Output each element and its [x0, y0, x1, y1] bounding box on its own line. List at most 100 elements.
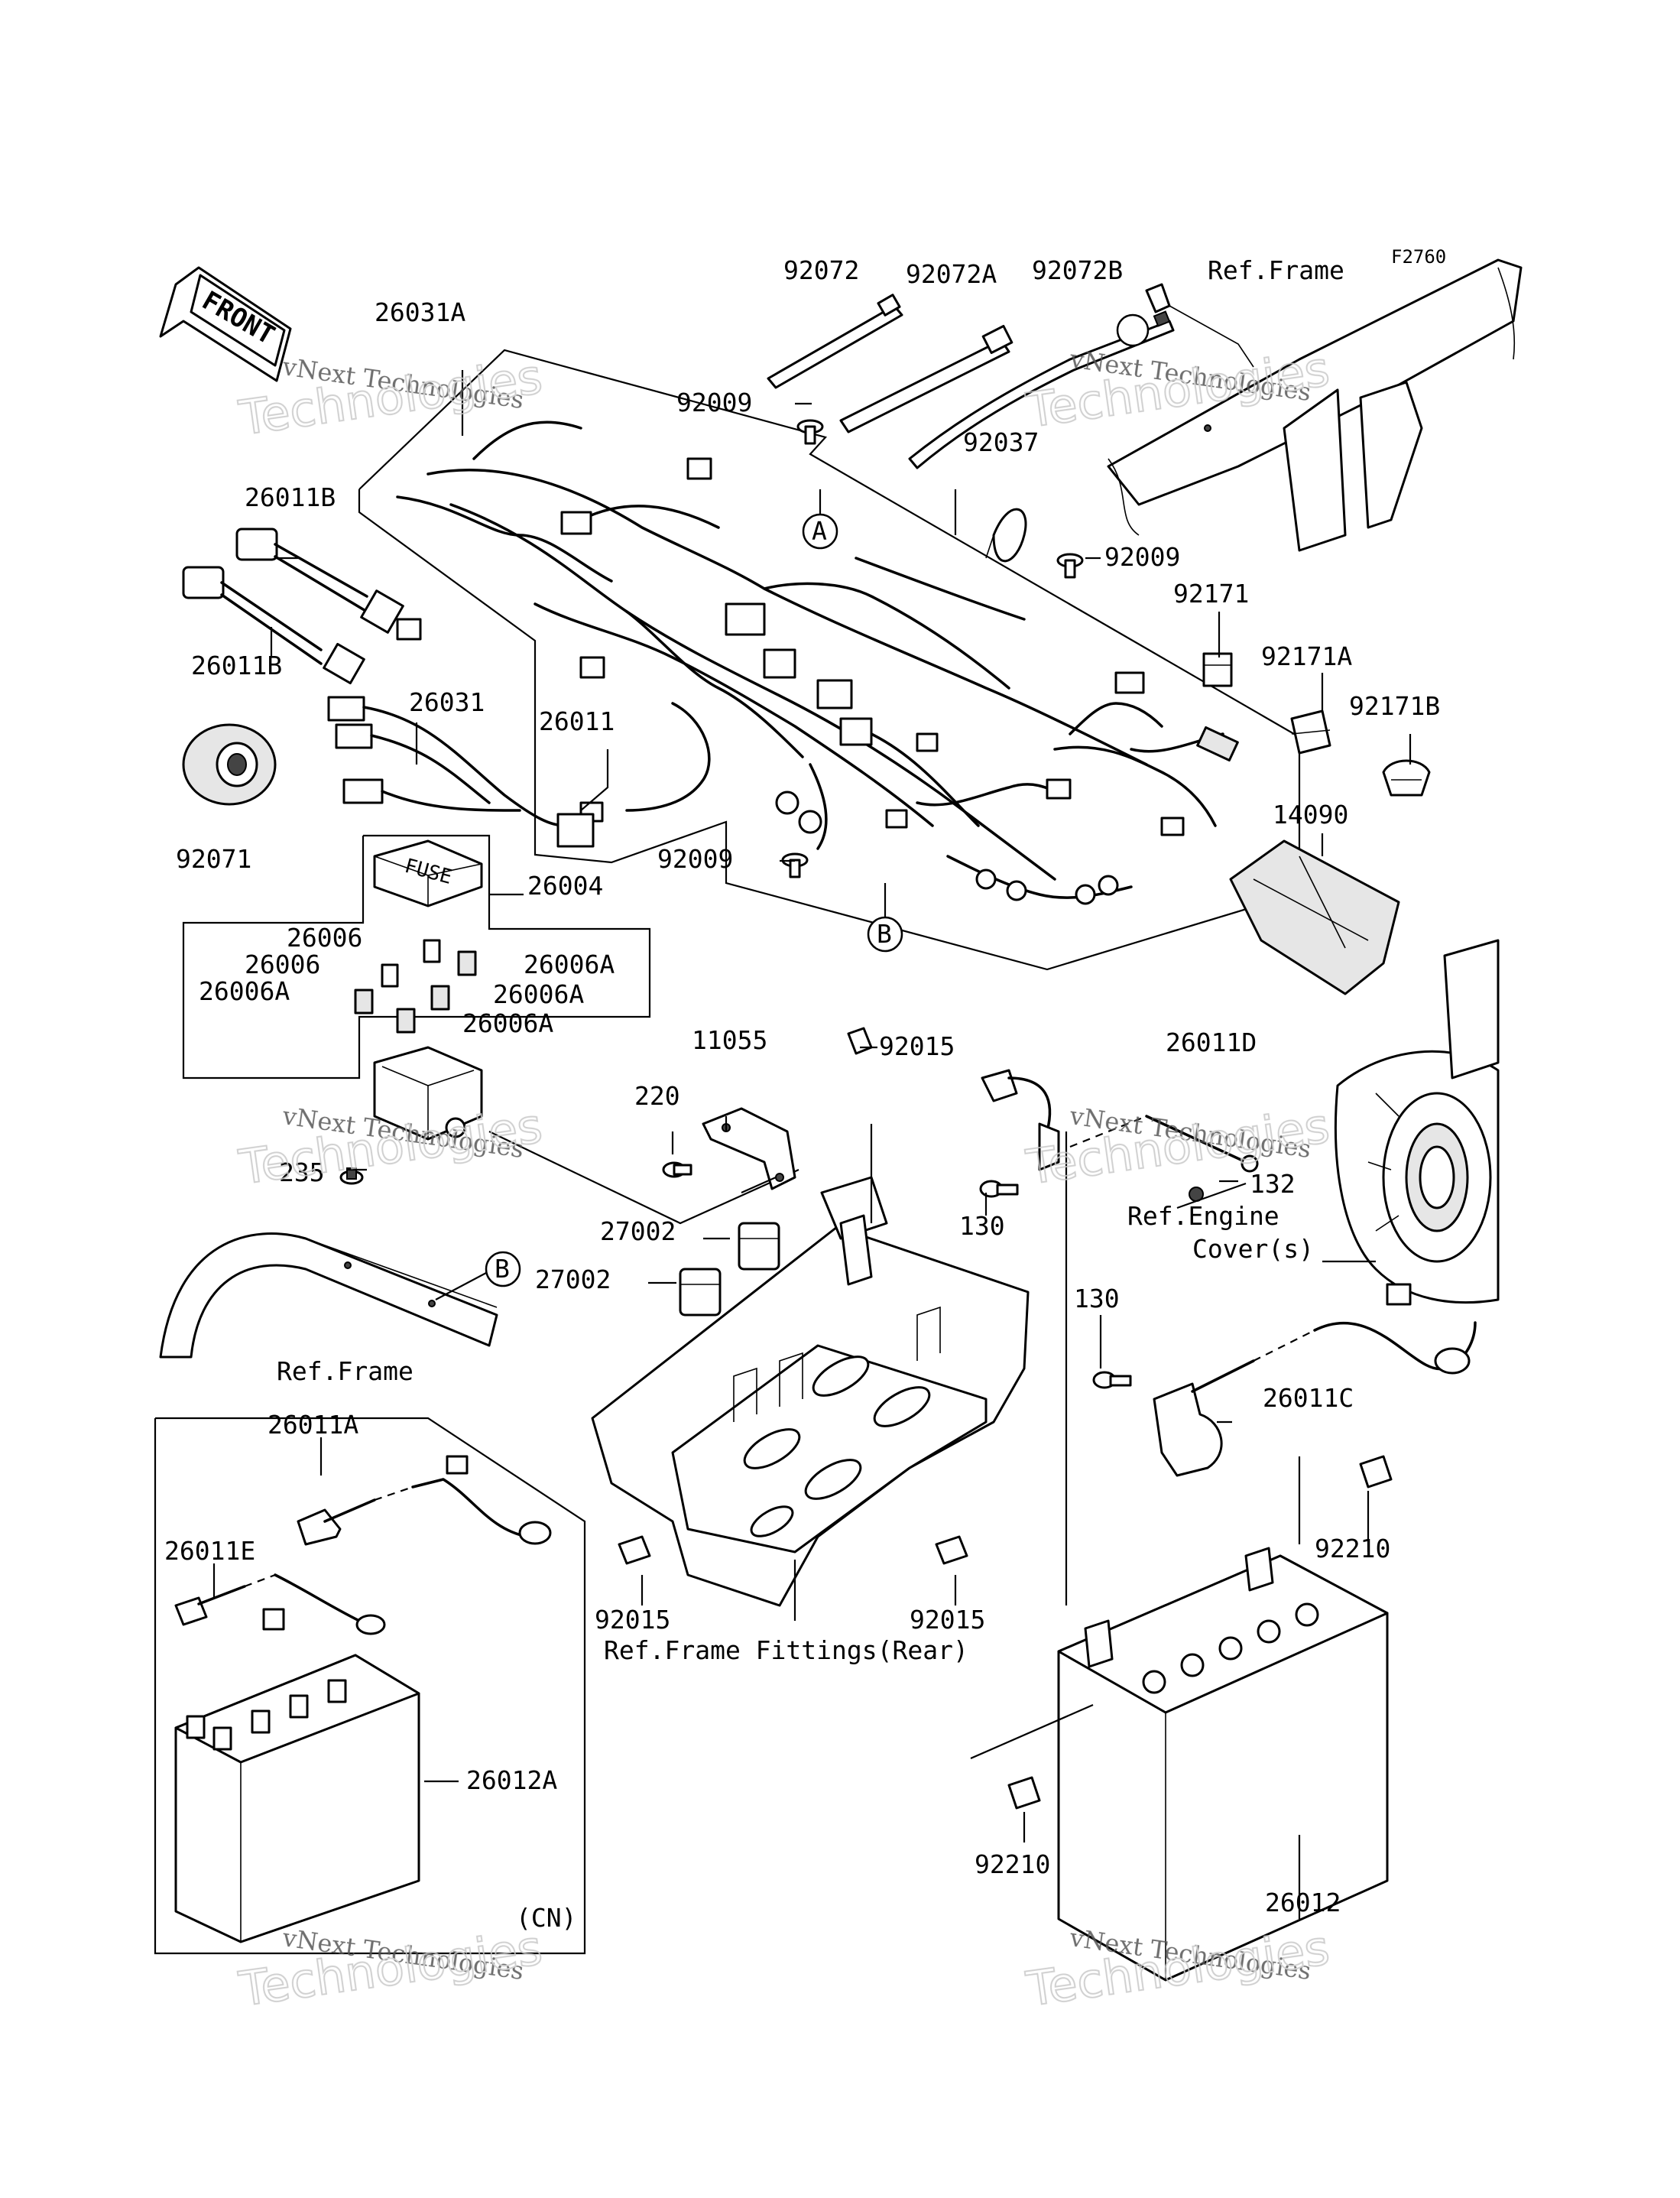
screw-235: [339, 1167, 364, 1185]
sub-harness-26011B-upper: [235, 528, 422, 641]
label-26011A: 26011A: [268, 1410, 358, 1440]
label-26011B-lower: 26011B: [191, 651, 282, 680]
label-26006A-b: 26006A: [199, 976, 290, 1006]
screw-92009-c: [781, 852, 809, 878]
label-26011E: 26011E: [164, 1536, 255, 1566]
fuse-box-outline: [182, 834, 651, 1080]
svg-text:B: B: [495, 1254, 510, 1284]
label-ref-cover: Cover(s): [1192, 1234, 1314, 1264]
nut-92210-left: [1007, 1776, 1041, 1810]
label-27002-a: 27002: [600, 1216, 676, 1246]
callout-a-frame: [1116, 313, 1150, 347]
lead-26011C: [1153, 1283, 1477, 1477]
clip-92171A: [1290, 709, 1331, 755]
callout-b: B: [867, 883, 903, 953]
label-92171: 92171: [1173, 579, 1249, 609]
sub-harness-26011B-lower: [182, 566, 365, 685]
nut-92015-right: [935, 1535, 968, 1565]
label-cn: (CN): [516, 1903, 576, 1933]
label-26006-b: 26006: [245, 950, 320, 979]
label-235: 235: [279, 1157, 325, 1187]
label-132: 132: [1250, 1169, 1296, 1199]
label-26011D: 26011D: [1166, 1028, 1257, 1057]
label-130-a: 130: [959, 1211, 1005, 1241]
label-26011C: 26011C: [1263, 1383, 1354, 1413]
label-92210-b: 92210: [975, 1849, 1050, 1879]
fuse-cover-26004: FUSE: [373, 839, 483, 907]
lead-26011A: [297, 1455, 552, 1546]
relay-27002-a: [738, 1222, 780, 1271]
figure-id: F2760: [1391, 246, 1446, 268]
label-27002-b: 27002: [535, 1265, 611, 1294]
svg-text:A: A: [812, 516, 827, 546]
label-92210-a: 92210: [1315, 1534, 1390, 1563]
engine-cover: [1334, 939, 1500, 1304]
label-14090: 14090: [1273, 800, 1348, 830]
main-wiring-harness: [396, 420, 1239, 905]
label-26006A-d: 26006A: [462, 1008, 553, 1038]
label-11055: 11055: [692, 1025, 767, 1055]
clip-92171: [1202, 652, 1233, 687]
label-92015-b: 92015: [595, 1605, 670, 1635]
label-92072B: 92072B: [1032, 255, 1123, 285]
label-92037: 92037: [963, 427, 1039, 457]
screw-92009-b: [1056, 553, 1084, 579]
bracket-11055: [702, 1107, 796, 1190]
battery-26012: [970, 1456, 1389, 1982]
label-26031A: 26031A: [375, 297, 465, 327]
label-92071: 92071: [176, 844, 251, 874]
lead-26011D: [981, 1069, 1259, 1605]
callout-b-frame: B: [435, 1251, 521, 1300]
label-ref-frame-fittings: Ref.Frame Fittings(Rear): [604, 1635, 968, 1665]
label-26012A: 26012A: [466, 1765, 557, 1795]
fuse-box-body: [373, 1046, 483, 1141]
grommet-92071: [182, 723, 277, 806]
label-ref-frame-left: Ref.Frame: [277, 1356, 414, 1386]
label-26011: 26011: [539, 706, 615, 736]
clip-92171B: [1382, 759, 1431, 797]
leader-lines: [212, 370, 1412, 1919]
fuses-26006: [354, 939, 477, 1034]
frame-section-left: [159, 1232, 498, 1359]
label-92015-c: 92015: [910, 1605, 985, 1635]
nut-92015-top: [847, 1027, 873, 1055]
label-92015-a: 92015: [879, 1031, 955, 1061]
fuse-leader-line: [488, 1131, 799, 1225]
label-92072A: 92072A: [906, 259, 997, 289]
lead-26011E: [174, 1573, 386, 1635]
frame-section-top-right: [1107, 258, 1523, 552]
label-220: 220: [634, 1081, 680, 1111]
part-labels: F2760 92072 92072A 92072B Ref.Frame 2603…: [164, 246, 1446, 1933]
watermark-text: Technologies: [235, 1920, 546, 2018]
front-arrow-icon: FRONT: [159, 266, 292, 382]
label-92009-b: 92009: [1104, 542, 1180, 572]
cn-inset-outline: [154, 1417, 586, 1955]
label-ref-engine: Ref.Engine: [1127, 1201, 1279, 1231]
label-26012: 26012: [1265, 1888, 1341, 1917]
zip-tie-92072: [767, 294, 903, 389]
nut-92015-left: [618, 1535, 651, 1565]
label-92072: 92072: [783, 255, 859, 285]
label-92009-c: 92009: [657, 844, 733, 874]
svg-text:B: B: [877, 919, 892, 949]
label-130-b: 130: [1074, 1284, 1120, 1313]
label-26031: 26031: [409, 687, 485, 717]
nut-92210-right: [1359, 1455, 1393, 1489]
zip-tie-92072A: [839, 324, 1014, 433]
label-92171B: 92171B: [1349, 691, 1440, 721]
label-ref-frame-top: Ref.Frame: [1208, 255, 1344, 285]
screw-92009-a: [796, 419, 824, 445]
sub-harness-26031: [327, 696, 595, 848]
bolt-220: [662, 1161, 692, 1178]
label-26006A-c: 26006A: [493, 979, 584, 1009]
label-92009-a: 92009: [676, 388, 752, 417]
battery-tray: [591, 1176, 1030, 1607]
label-26006A-a: 26006A: [524, 950, 615, 979]
relay-27002-b: [679, 1268, 722, 1317]
label-26004: 26004: [527, 871, 603, 901]
battery-26012A: [174, 1654, 420, 1943]
label-92171A: 92171A: [1261, 641, 1352, 671]
bolt-130-b: [1092, 1371, 1132, 1389]
